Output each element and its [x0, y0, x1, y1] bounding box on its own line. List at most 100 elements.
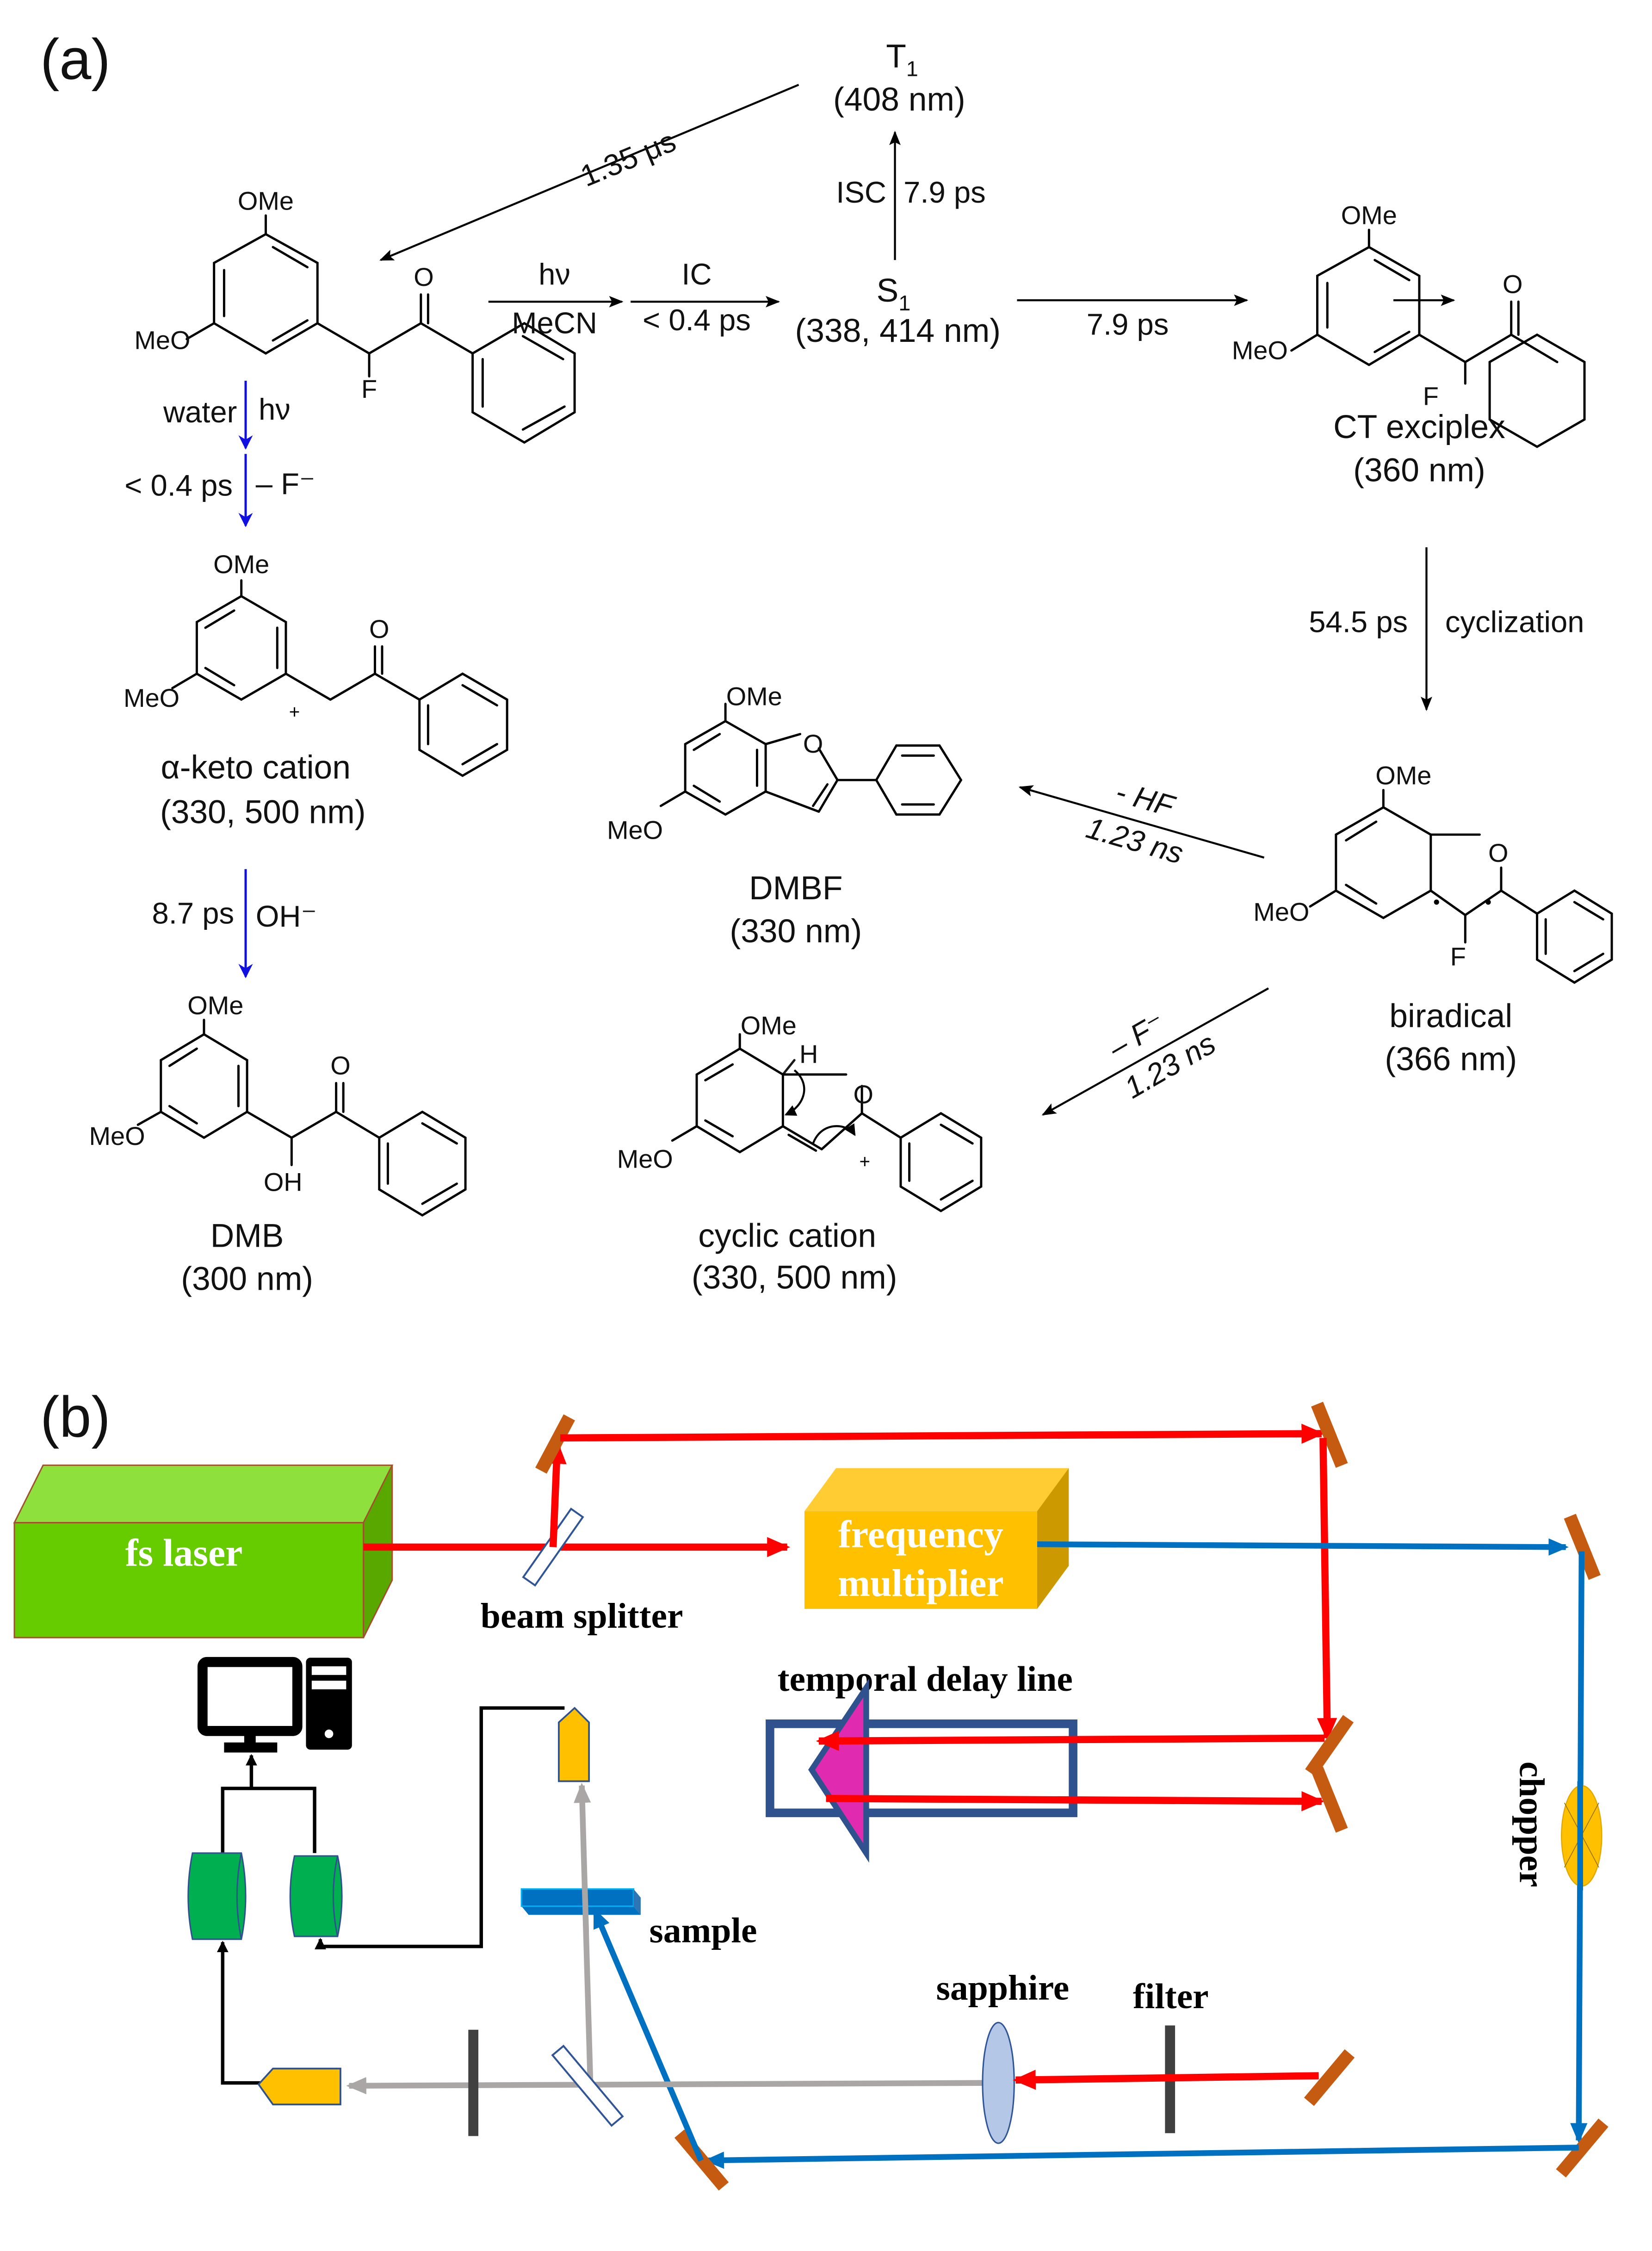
sapphire-crystal — [982, 2022, 1015, 2144]
chopper — [1561, 1781, 1603, 1891]
sapphire-label: sapphire — [936, 1968, 1070, 2008]
state-s1: S1 (338, 414 nm) — [795, 272, 1001, 349]
computer-icon — [197, 1657, 352, 1753]
beam-to-delay-line — [1317, 1438, 1337, 1741]
sample-label: sample — [650, 1910, 757, 1950]
arrow-f-loss — [1041, 987, 1269, 1116]
label-isc: ISC — [836, 175, 886, 209]
state-t1: T1 (408 nm) — [833, 38, 965, 118]
svg-text:S1: S1 — [877, 272, 911, 315]
svg-text:(338, 414 nm): (338, 414 nm) — [795, 312, 1001, 349]
ct-exciplex-wavelength: (360 nm) — [1353, 451, 1485, 489]
label-water-hv: hν — [259, 392, 291, 426]
mirror — [1564, 1514, 1601, 1580]
atom-h: H — [799, 1039, 818, 1069]
dmb-label: DMB — [210, 1217, 284, 1254]
dmbf-label: DMBF — [749, 870, 842, 907]
label-hv: hν — [538, 257, 570, 291]
mirror — [1305, 1715, 1354, 1777]
frequency-multiplier: frequency multiplier — [804, 1468, 1069, 1609]
label-ic-time: < 0.4 ps — [643, 303, 751, 337]
atom-ome: OMe — [238, 186, 294, 215]
label-isc-time: 7.9 ps — [903, 175, 986, 209]
atom-meo: MeO — [607, 816, 663, 845]
mirror — [535, 1414, 575, 1474]
temporal-delay-line — [766, 1678, 1077, 1863]
label-cyclization: cyclization — [1445, 605, 1584, 638]
fs-laser: fs laser — [13, 1464, 394, 1639]
atom-o: O — [803, 729, 823, 758]
atom-ome: OMe — [726, 682, 782, 711]
mirror — [1304, 2049, 1355, 2106]
beam-pump — [1037, 1538, 1569, 1556]
atom-f: F — [1423, 382, 1439, 411]
beam-pump-to-sample — [592, 1908, 704, 2162]
ct-exciplex-label: CT exciplex — [1333, 408, 1505, 445]
atom-meo: MeO — [134, 326, 190, 355]
filter-label: filter — [1133, 1976, 1209, 2016]
signal-wire — [315, 1706, 565, 1949]
panel-b-label: (b) — [40, 1385, 111, 1449]
atom-oh: OH — [264, 1167, 303, 1196]
label-water: water — [163, 395, 237, 429]
atom-o: O — [330, 1051, 350, 1080]
fiber-coupler-signal — [558, 1707, 590, 1782]
chopper-label: chopper — [1512, 1762, 1552, 1887]
signal-wire — [221, 1787, 316, 1853]
fs-laser-label: fs laser — [125, 1532, 243, 1575]
mirror — [1311, 1766, 1348, 1833]
beam-splitter-probe — [551, 2044, 624, 2127]
atom-o: O — [369, 614, 389, 643]
atom-o: O — [1488, 838, 1508, 867]
temporal-delay-line-label: temporal delay line — [778, 1659, 1073, 1699]
frequency-multiplier-label-1: frequency — [838, 1513, 1003, 1556]
cation-charge: + — [289, 701, 300, 723]
mirror — [1311, 1402, 1348, 1468]
atom-ome: OMe — [213, 550, 269, 579]
biradical-structure: OMe MeO O F — [1253, 761, 1613, 984]
beam-probe-reference — [346, 2077, 991, 2095]
mirror — [1556, 2118, 1609, 2178]
label-mecn: MeCN — [512, 306, 597, 340]
fiber-coupler-reference — [257, 2067, 341, 2106]
atom-ome: OMe — [187, 990, 243, 1020]
svg-text:T1: T1 — [886, 38, 918, 81]
ct-exciplex-structure: OMe MeO O F — [1232, 200, 1586, 448]
cation-charge: + — [860, 1151, 871, 1172]
signal-wire — [217, 1941, 263, 2085]
detector-reference — [187, 1852, 247, 1940]
beam-probe-branch — [546, 1441, 567, 1547]
atom-meo: MeO — [1232, 335, 1288, 365]
arrow-hf-elimination — [1018, 785, 1265, 859]
beam-white-light-seed — [1013, 2070, 1319, 2090]
beam-out-of-delay — [826, 1791, 1325, 1812]
dmbf-structure: OMe MeO O — [607, 682, 963, 845]
label-cyclization-time: 54.5 ps — [1309, 605, 1408, 638]
alpha-keto-cation-label: α-keto cation — [161, 749, 351, 786]
beam-probe-signal — [582, 1884, 589, 1932]
atom-meo: MeO — [1253, 897, 1309, 927]
atom-meo: MeO — [124, 683, 179, 712]
frequency-multiplier-label-2: multiplier — [838, 1562, 1004, 1605]
detector-signal — [289, 1855, 343, 1937]
dmbf-wavelength: (330 nm) — [730, 913, 862, 950]
dmb-wavelength: (300 nm) — [181, 1261, 313, 1298]
cyclic-cation-label: cyclic cation — [698, 1217, 876, 1254]
beam-into-delay — [816, 1731, 1325, 1751]
alpha-keto-cation-structure: OMe MeO O + — [124, 550, 508, 777]
atom-o: O — [414, 262, 433, 291]
atom-f: F — [1450, 942, 1466, 971]
atom-meo: MeO — [617, 1144, 673, 1174]
atom-o: O — [1503, 270, 1522, 299]
cyclic-cation-wavelength: (330, 500 nm) — [692, 1259, 897, 1296]
arrow-t1-to-ground — [379, 84, 799, 261]
panel-a-label: (a) — [40, 28, 111, 92]
atom-ome: OMe — [741, 1011, 797, 1040]
label-oh-time: 8.7 ps — [152, 897, 235, 930]
atom-ome: OMe — [1341, 200, 1397, 229]
label-minus-f-water: – F⁻ — [256, 467, 316, 501]
atom-meo: MeO — [89, 1121, 145, 1150]
svg-text:(408 nm): (408 nm) — [833, 81, 965, 118]
starting-ketone-structure: OMe MeO O F — [134, 186, 576, 444]
